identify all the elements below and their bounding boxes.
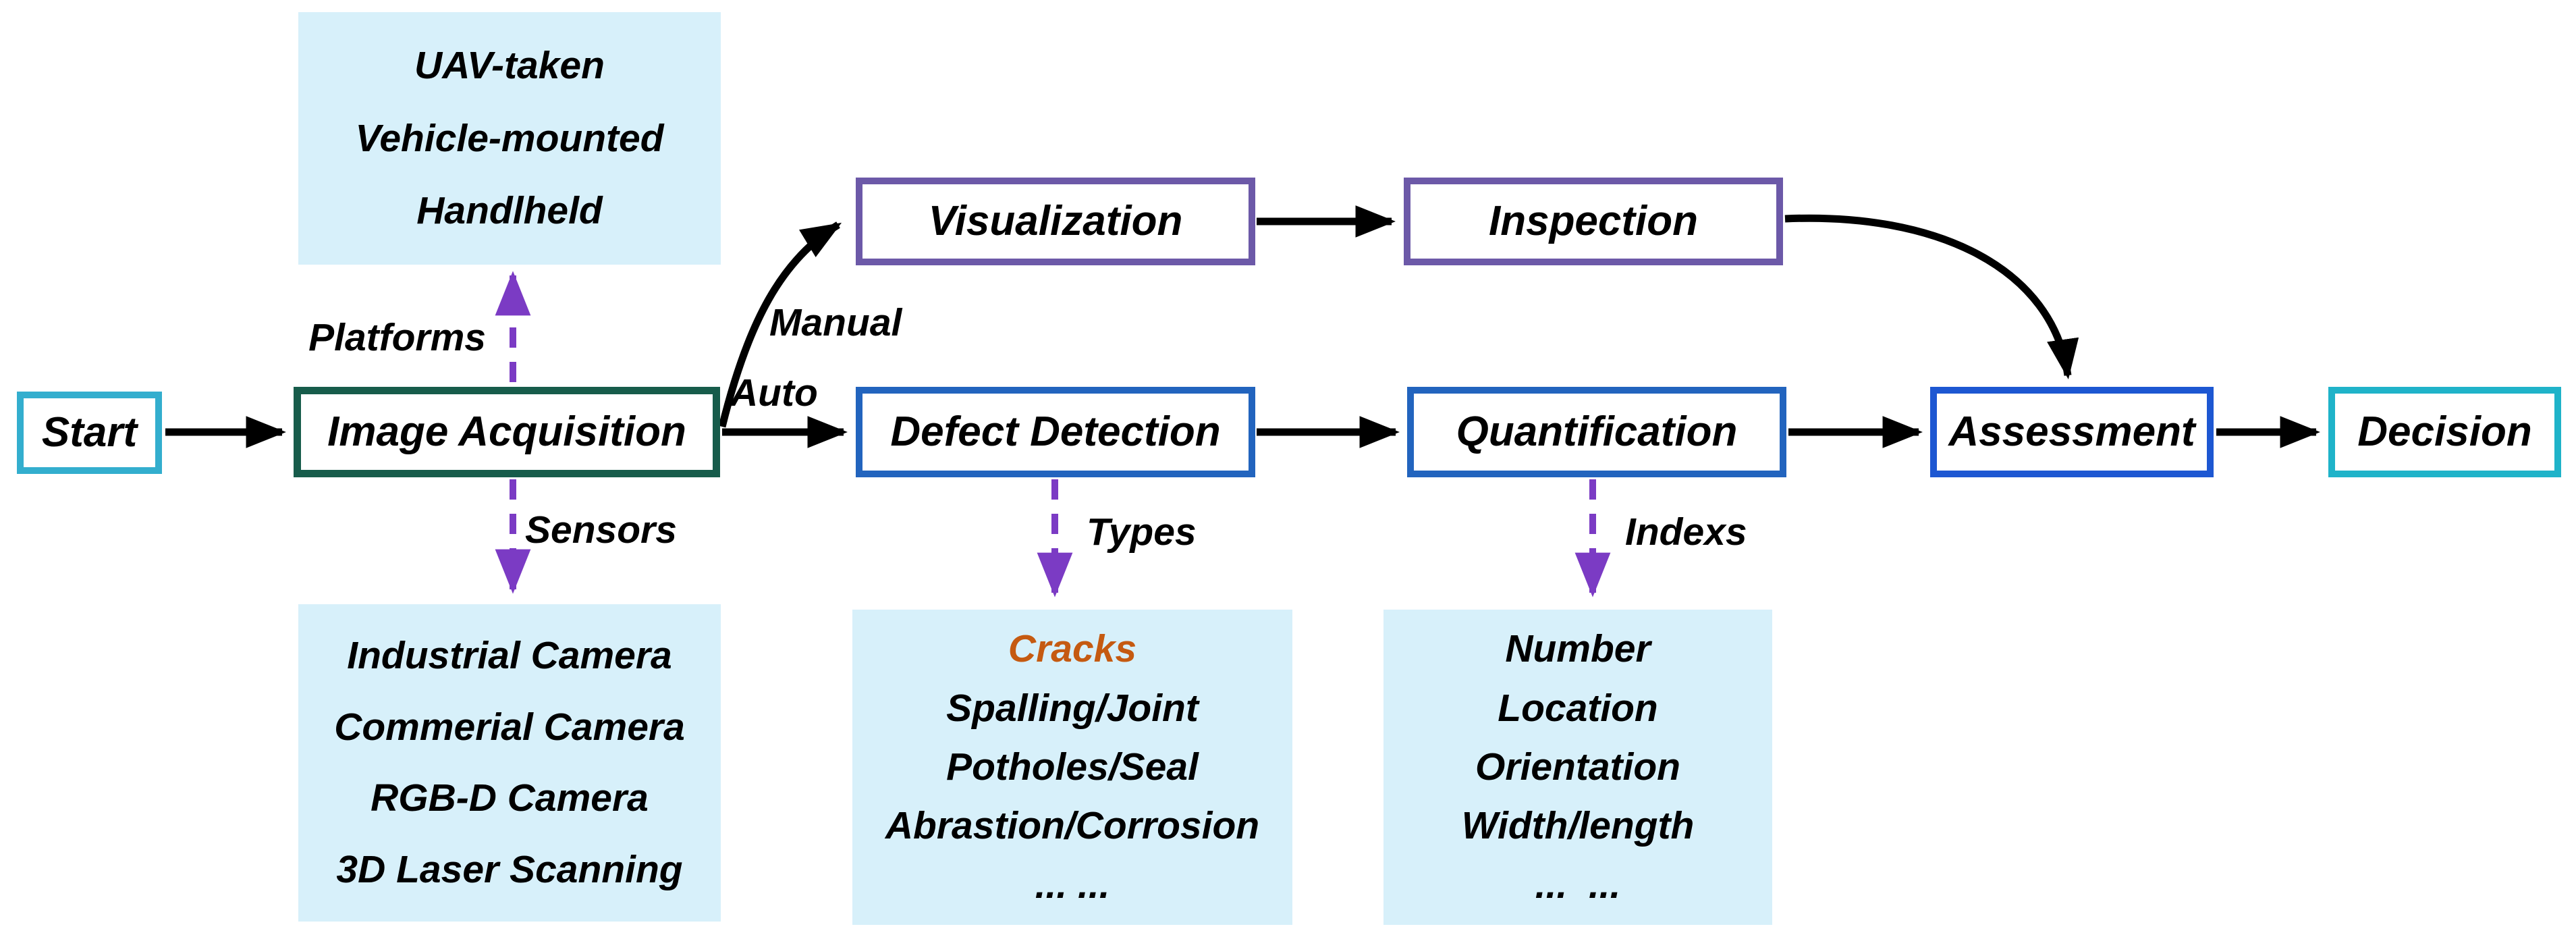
indexs-line: Orientation [1475, 745, 1680, 789]
edge-label-types: Types [1087, 510, 1197, 554]
node-image-acquisition: Image Acquisition [294, 387, 720, 477]
types-line-ellipsis: ... ... [1035, 863, 1110, 907]
types-line: Potholes/Seal [946, 745, 1199, 789]
node-inspection: Inspection [1404, 178, 1783, 265]
indexs-line: Width/length [1461, 804, 1695, 848]
edge-label-auto: Auto [730, 371, 818, 415]
types-line-cracks: Cracks [1008, 627, 1137, 671]
platforms-line: Vehicle-mounted [355, 116, 664, 160]
edge-label-sensors: Sensors [525, 508, 677, 552]
node-visualization: Visualization [856, 178, 1255, 265]
node-start: Start [17, 392, 162, 474]
platforms-line: Handlheld [416, 189, 603, 233]
panel-types: Cracks Spalling/Joint Potholes/Seal Abra… [852, 610, 1292, 925]
sensors-line: Commerial Camera [334, 705, 685, 749]
arrow-manual-curve [718, 221, 842, 428]
platforms-line: UAV-taken [414, 43, 605, 87]
node-assessment: Assessment [1930, 387, 2214, 477]
panel-indexs: Number Location Orientation Width/length… [1383, 610, 1772, 925]
node-quantification: Quantification [1407, 387, 1786, 477]
panel-sensors: Industrial Camera Commerial Camera RGB-D… [298, 604, 721, 922]
arrow-inspection-to-assessment [1784, 214, 2079, 379]
indexs-line-ellipsis: ... ... [1535, 863, 1621, 907]
types-line: Spalling/Joint [946, 686, 1199, 730]
types-line: Abrastion/Corrosion [885, 804, 1260, 848]
edge-label-indexs: Indexs [1625, 510, 1747, 554]
node-defect-detection: Defect Detection [856, 387, 1255, 477]
panel-platforms: UAV-taken Vehicle-mounted Handlheld [298, 12, 721, 265]
sensors-line: 3D Laser Scanning [336, 847, 683, 891]
indexs-line: Number [1505, 627, 1651, 671]
edge-label-platforms: Platforms [308, 316, 486, 359]
node-decision: Decision [2328, 387, 2561, 477]
sensors-line: Industrial Camera [347, 634, 672, 678]
sensors-line: RGB-D Camera [371, 776, 649, 820]
edge-label-manual: Manual [769, 301, 902, 344]
indexs-line: Location [1498, 686, 1658, 730]
